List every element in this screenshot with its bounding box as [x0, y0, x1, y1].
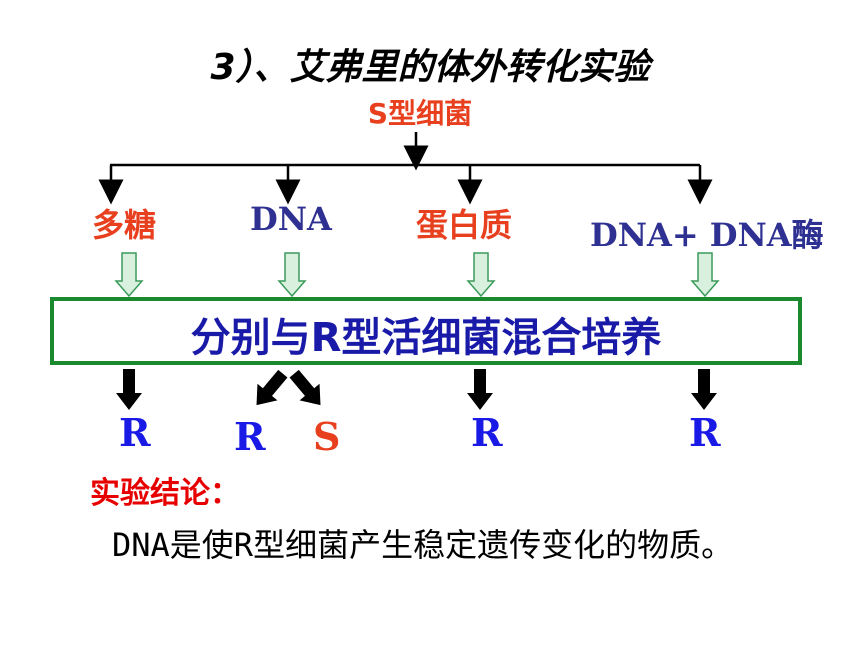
thick-arrow-icon — [289, 369, 321, 406]
process-box — [50, 297, 802, 365]
hollow-arrow-icon — [277, 252, 307, 298]
result-dna-r: R — [234, 414, 266, 459]
result-protein: R — [471, 410, 503, 455]
thick-arrow-icon — [116, 369, 142, 410]
conclusion-text: DNA是使R型细菌产生稳定遗传变化的物质。 — [112, 526, 734, 564]
result-polysaccharide: R — [119, 410, 151, 455]
page-title: 3）、艾弗里的体外转化实验 — [210, 47, 650, 88]
process-box-label: 分别与R型活细菌混合培养 — [190, 315, 662, 361]
hollow-arrow-icon — [114, 252, 144, 298]
component-polysaccharide: 多糖 — [92, 206, 157, 244]
component-dna-plus-dnase: DNA+ DNA酶 — [590, 216, 824, 254]
result-dna-s: S — [313, 414, 341, 459]
hollow-arrow-icon — [690, 252, 720, 298]
thick-arrow-icon — [256, 369, 288, 406]
source-node-s-bacteria: S型细菌 — [367, 97, 473, 130]
thick-arrow-icon — [691, 369, 717, 410]
component-dna: DNA — [250, 200, 332, 238]
result-dna-plus-dnase: R — [689, 410, 721, 455]
thick-arrow-icon — [467, 369, 493, 410]
hollow-arrow-icon — [466, 252, 496, 298]
component-protein: 蛋白质 — [416, 206, 513, 244]
conclusion-label: 实验结论： — [90, 476, 240, 511]
